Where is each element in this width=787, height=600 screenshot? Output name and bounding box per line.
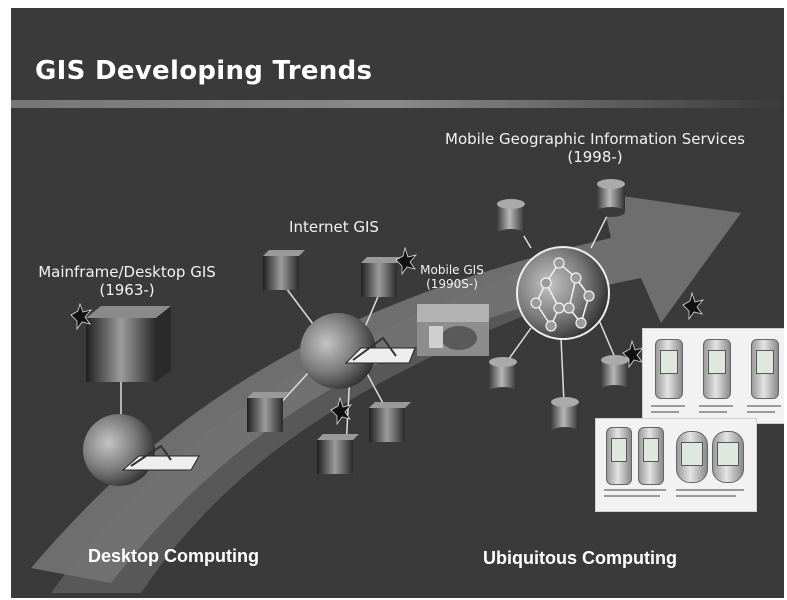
network-globe-icon (516, 246, 610, 340)
page-title: GIS Developing Trends (35, 56, 373, 86)
internet-server-icon (361, 263, 397, 297)
mobile-services-years: (1998-) (567, 148, 623, 166)
title-underline (11, 100, 784, 108)
mobile-gis-years: (1990S-) (426, 277, 478, 291)
ubiquitous-computing-label: Ubiquitous Computing (483, 548, 677, 568)
spark-icon (682, 291, 705, 321)
mainframe-group (70, 302, 200, 486)
spark-icon (70, 302, 93, 331)
database-icon (497, 199, 525, 239)
internet-map-icon (352, 336, 397, 361)
desktop-computing-label: Desktop Computing (88, 546, 259, 566)
mainframe-years: (1963-) (99, 281, 155, 299)
spark-icon (330, 396, 353, 426)
phone-icon (712, 431, 744, 483)
diagram-art (11, 100, 784, 593)
database-icon (601, 355, 629, 395)
database-icon (597, 179, 625, 217)
database-icon (551, 397, 579, 437)
phone-icon (638, 427, 664, 485)
spark-icon (395, 246, 418, 276)
phone-manual-photo-top (642, 328, 784, 424)
spark-icon (622, 339, 645, 369)
phone-icon (676, 431, 708, 483)
desktop-globe-icon (83, 414, 155, 486)
phone-icon (655, 339, 683, 399)
desktop-map-icon (130, 444, 172, 467)
mobile-gis-name: Mobile GIS (420, 263, 484, 277)
internet-gis-label: Internet GIS (289, 218, 379, 236)
mainframe-label: Mainframe/Desktop GIS (1963-) (27, 263, 227, 299)
mobile-services-name: Mobile Geographic Information Services (445, 130, 745, 148)
slide: GIS Developing Trends Mainframe/Desktop … (11, 8, 784, 598)
phone-icon (751, 339, 779, 399)
phone-icon (606, 427, 632, 485)
mobile-gis-label: Mobile GIS (1990S-) (412, 263, 492, 291)
database-icon (489, 357, 517, 397)
internet-server-icon (263, 256, 299, 290)
mobile-services-label: Mobile Geographic Information Services (… (406, 130, 784, 166)
mainframe-server-icon (86, 318, 156, 382)
internet-server-icon (247, 398, 283, 432)
internet-server-icon (317, 440, 353, 474)
internet-server-icon (369, 408, 405, 442)
phone-manual-photo-bottom (595, 418, 757, 512)
internet-globe-icon (300, 313, 376, 389)
mainframe-name: Mainframe/Desktop GIS (38, 263, 216, 281)
phone-icon (703, 339, 731, 399)
trend-arrow (31, 193, 741, 583)
